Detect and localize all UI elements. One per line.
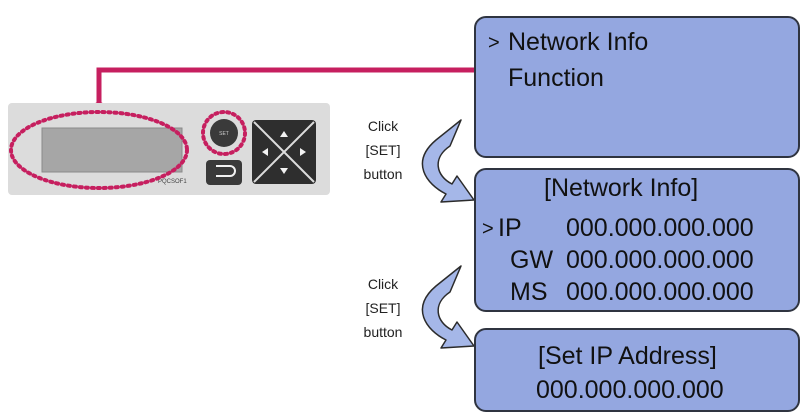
menu-item-function: Function <box>508 64 604 92</box>
step-2-line-1: Click <box>367 276 399 292</box>
step-2-line-3: button <box>363 324 403 340</box>
curved-arrow-2 <box>421 265 475 349</box>
gw-label: GW <box>510 246 554 274</box>
menu-item-network-info: Network Info <box>508 28 649 56</box>
screen-network-info: [Network Info] > IP 000.000.000.000 GW 0… <box>474 168 800 312</box>
connector-line <box>96 67 480 106</box>
network-info-cursor: > <box>482 218 494 240</box>
up-arrow-icon[interactable] <box>280 131 288 137</box>
down-arrow-icon[interactable] <box>280 168 288 174</box>
step-2-line-2: [SET] <box>365 300 401 316</box>
ms-value: 000.000.000.000 <box>566 278 754 306</box>
set-ip-value: 000.000.000.000 <box>536 376 724 404</box>
step-2-caption: Click [SET] button <box>343 272 423 344</box>
ip-label: IP <box>498 214 522 242</box>
set-button[interactable] <box>210 119 238 147</box>
screen-menu: > Network Info Function <box>474 16 800 158</box>
ms-label: MS <box>510 278 548 306</box>
left-arrow-icon[interactable] <box>262 148 268 156</box>
dpad-diagonal-b <box>253 121 315 183</box>
set-button-label: SET <box>219 131 229 137</box>
model-label: PQCSOF1 <box>158 179 187 185</box>
ip-value: 000.000.000.000 <box>566 214 754 242</box>
display-highlight <box>9 110 189 190</box>
right-arrow-icon[interactable] <box>300 148 306 156</box>
step-1-caption: Click [SET] button <box>343 114 423 186</box>
step-1-line-2: [SET] <box>365 142 401 158</box>
panel-display <box>41 127 183 173</box>
return-icon <box>216 165 236 177</box>
gw-value: 000.000.000.000 <box>566 246 754 274</box>
network-info-title: [Network Info] <box>544 174 699 202</box>
step-1-line-3: button <box>363 166 403 182</box>
step-1-line-1: Click <box>367 118 399 134</box>
screen-set-ip: [Set IP Address] 000.000.000.000 <box>474 328 800 412</box>
curved-arrow-1 <box>421 119 475 203</box>
set-ip-title: [Set IP Address] <box>538 342 717 370</box>
set-button-highlight <box>201 110 247 156</box>
menu-cursor: > <box>488 32 500 54</box>
